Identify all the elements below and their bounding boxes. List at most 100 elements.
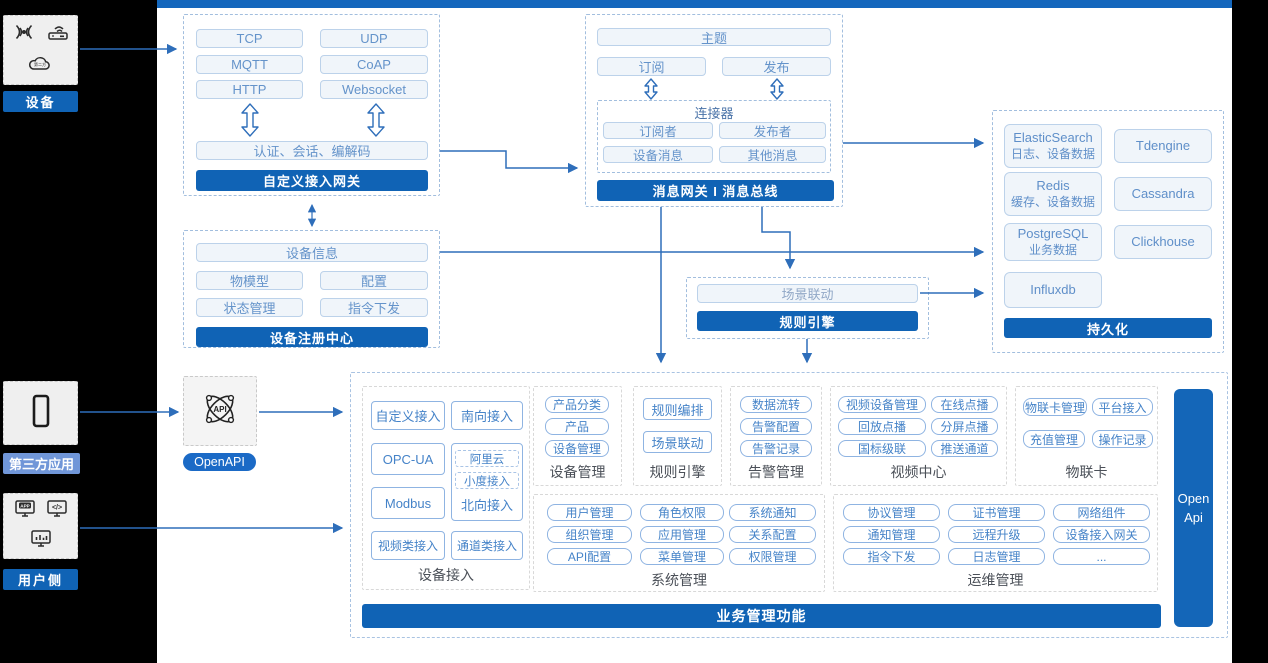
device-mgmt-item: 设备管理 xyxy=(545,440,609,457)
store-name: Redis xyxy=(1036,178,1070,194)
product: 产品 xyxy=(545,418,609,435)
code-monitor-icon: </> xyxy=(46,499,68,524)
user-side-label: 用户侧 xyxy=(3,569,78,590)
business-box xyxy=(350,372,1228,638)
subscribe: 订阅 xyxy=(597,57,706,76)
api-atom-icon: API xyxy=(199,388,241,435)
device-access-gateway: 设备接入网关 xyxy=(1053,526,1150,543)
protocol-websocket: Websocket xyxy=(320,80,428,99)
device-message: 设备消息 xyxy=(603,146,713,163)
device-source-box: 第二方 xyxy=(3,15,78,85)
iot-card-mgmt: 物联卡管理 xyxy=(1023,398,1087,416)
app-mgmt: 应用管理 xyxy=(640,526,724,543)
relation-config: 关系配置 xyxy=(729,526,816,543)
user-side-box: APP </> xyxy=(3,493,78,559)
registry-box xyxy=(183,230,440,348)
menu-mgmt: 菜单管理 xyxy=(640,548,724,565)
user-mgmt: 用户管理 xyxy=(547,504,632,521)
alarm-label: 告警管理 xyxy=(748,464,804,480)
openapi-box: API xyxy=(183,376,257,446)
protocol-mqtt: MQTT xyxy=(196,55,303,74)
access-video: 视频类接入 xyxy=(371,531,445,560)
publish: 发布 xyxy=(722,57,831,76)
command-dispatch: 指令下发 xyxy=(320,298,428,317)
scene-linkage-item: 场景联动 xyxy=(643,431,712,453)
store-tdengine: Tdengine xyxy=(1114,129,1212,163)
store-name: Influxdb xyxy=(1030,281,1076,297)
scene-linkage: 场景联动 xyxy=(697,284,918,303)
product-category: 产品分类 xyxy=(545,396,609,413)
persistence-box xyxy=(992,110,1224,353)
system-label: 系统管理 xyxy=(651,572,707,588)
ops-more: ... xyxy=(1053,548,1150,565)
role-permission: 角色权限 xyxy=(640,504,724,521)
store-name: Tdengine xyxy=(1135,137,1191,153)
permission-mgmt: 权限管理 xyxy=(729,548,816,565)
gb-cascade: 国标级联 xyxy=(838,440,926,457)
split-screen: 分屏点播 xyxy=(931,418,998,435)
status-mgmt: 状态管理 xyxy=(196,298,303,317)
data-flow: 数据流转 xyxy=(740,396,812,413)
rule-orchestration: 规则编排 xyxy=(643,398,712,420)
access-north-label: 北向接入 xyxy=(460,498,513,513)
device-info: 设备信息 xyxy=(196,243,428,262)
store-desc: 缓存、设备数据 xyxy=(1010,194,1095,209)
other-message: 其他消息 xyxy=(719,146,826,163)
access-channel: 通道类接入 xyxy=(451,531,523,560)
protocol-http: HTTP xyxy=(196,80,303,99)
message-bus-box xyxy=(585,14,843,207)
access-aliyun: 阿里云 xyxy=(455,450,519,467)
phone-icon xyxy=(30,393,52,434)
persistence-title: 持久化 xyxy=(1004,318,1212,338)
network-component: 网络组件 xyxy=(1053,504,1150,521)
chart-monitor-icon xyxy=(30,529,52,554)
protocol-tcp: TCP xyxy=(196,29,303,48)
subscriber: 订阅者 xyxy=(603,122,713,139)
custom-gateway-title: 自定义接入网关 xyxy=(196,170,428,191)
system-notice: 系统通知 xyxy=(729,504,816,521)
svg-text:APP: APP xyxy=(20,503,29,508)
svg-text:第二方: 第二方 xyxy=(34,61,46,67)
platform-access: 平台接入 xyxy=(1092,398,1153,416)
push-channel: 推送通道 xyxy=(931,440,998,457)
log-mgmt: 日志管理 xyxy=(948,548,1045,565)
access-south: 南向接入 xyxy=(451,401,523,430)
router-icon xyxy=(46,23,70,46)
rule-engine-title: 规则引擎 xyxy=(697,311,918,331)
auth-session-codec: 认证、会话、编解码 xyxy=(196,141,428,160)
connector-title: 连接器 xyxy=(694,106,734,121)
rule-engine-box xyxy=(686,277,929,339)
open-api-line2: Api xyxy=(1184,510,1203,525)
store-elasticsearch: ElasticSearch 日志、设备数据 xyxy=(1004,124,1102,168)
rule-section-label: 规则引擎 xyxy=(649,464,706,480)
recharge-mgmt: 充值管理 xyxy=(1023,430,1085,448)
thing-model: 物模型 xyxy=(196,271,303,290)
config: 配置 xyxy=(320,271,428,290)
protocol-udp: UDP xyxy=(320,29,428,48)
video-device-mgmt: 视频设备管理 xyxy=(838,396,926,413)
third-party-label: 第三方应用 xyxy=(3,453,80,474)
access-opcua: OPC-UA xyxy=(371,443,445,475)
custom-gateway-box xyxy=(183,14,440,196)
device-source-label: 设备 xyxy=(3,91,78,112)
device-mgmt-label: 设备管理 xyxy=(549,464,606,480)
api-config: API配置 xyxy=(547,548,632,565)
store-name: ElasticSearch xyxy=(1013,130,1093,146)
signal-icon xyxy=(12,23,36,46)
business-title-bar: 业务管理功能 xyxy=(362,604,1161,628)
notice-mgmt: 通知管理 xyxy=(843,526,940,543)
store-desc: 业务数据 xyxy=(1028,242,1077,257)
store-desc: 日志、设备数据 xyxy=(1010,146,1095,161)
access-xiaodu: 小度接入 xyxy=(455,472,519,489)
store-name: Clickhouse xyxy=(1131,233,1195,249)
message-bus-title: 消息网关 I 消息总线 xyxy=(597,180,834,201)
store-name: PostgreSQL xyxy=(1017,226,1089,242)
top-accent-bar xyxy=(157,0,1232,8)
access-custom: 自定义接入 xyxy=(371,401,445,430)
playback: 回放点播 xyxy=(838,418,926,435)
svg-text:</>: </> xyxy=(51,504,61,511)
store-clickhouse: Clickhouse xyxy=(1114,225,1212,259)
remote-upgrade: 远程升级 xyxy=(948,526,1045,543)
connector-box xyxy=(597,100,831,173)
